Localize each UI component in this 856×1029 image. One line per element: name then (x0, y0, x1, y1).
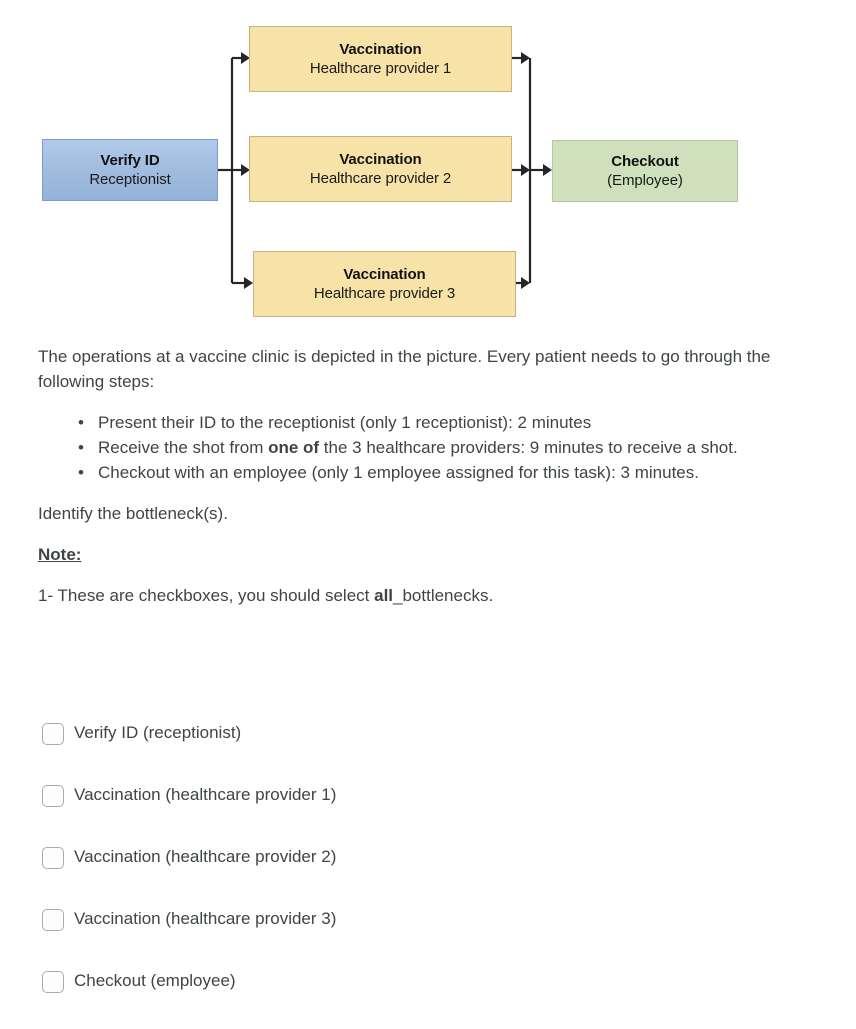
node-vaccination-2-subtitle: Healthcare provider 2 (309, 170, 452, 187)
checkbox-vaccination-1[interactable] (42, 784, 64, 807)
node-vaccination-3-subtitle: Healthcare provider 3 (313, 285, 456, 302)
option-label-vaccination-1[interactable]: Vaccination (healthcare provider 1) (74, 785, 337, 805)
option-row-verify-id[interactable]: Verify ID (receptionist) (42, 719, 742, 748)
option-row-vaccination-2[interactable]: Vaccination (healthcare provider 2) (42, 843, 742, 872)
node-checkout-subtitle: (Employee) (607, 172, 683, 189)
list-item: Checkout with an employee (only 1 employ… (78, 461, 828, 486)
step-1-text: Present their ID to the receptionist (on… (98, 412, 592, 432)
intro-paragraph: The operations at a vaccine clinic is de… (38, 347, 771, 391)
node-vaccination-1-title: Vaccination (339, 40, 422, 58)
node-vaccination-3: Vaccination Healthcare provider 3 (253, 251, 516, 317)
node-vaccination-3-title: Vaccination (343, 265, 426, 283)
step-3-text: Checkout with an employee (only 1 employ… (98, 462, 699, 482)
process-flow-diagram: Verify ID Receptionist Vaccination Healt… (0, 0, 856, 330)
steps-list: Present their ID to the receptionist (on… (38, 411, 828, 486)
option-label-checkout[interactable]: Checkout (employee) (74, 971, 236, 991)
note-text: 1- These are checkboxes, you should sele… (38, 584, 828, 609)
node-vaccination-2: Vaccination Healthcare provider 2 (249, 136, 512, 202)
node-checkout: Checkout (Employee) (552, 140, 738, 202)
option-label-verify-id[interactable]: Verify ID (receptionist) (74, 723, 242, 743)
question-body: The operations at a vaccine clinic is de… (38, 345, 828, 625)
note-post: _bottlenecks. (393, 585, 494, 605)
node-vaccination-2-title: Vaccination (339, 150, 422, 168)
checkbox-vaccination-2[interactable] (42, 846, 64, 869)
connector-right-arrowheads (521, 52, 552, 289)
node-vaccination-1: Vaccination Healthcare provider 1 (249, 26, 512, 92)
step-2-post: the 3 healthcare providers: 9 minutes to… (319, 437, 738, 457)
note-heading: Note: (38, 544, 82, 564)
diagram-connectors (218, 52, 552, 289)
note-pre: 1- These are checkboxes, you should sele… (38, 585, 375, 605)
option-label-vaccination-2[interactable]: Vaccination (healthcare provider 2) (74, 847, 337, 867)
node-verify-id-title: Verify ID (100, 151, 160, 169)
answer-options: Verify ID (receptionist) Vaccination (he… (42, 719, 742, 1029)
step-2-pre: Receive the shot from (98, 437, 269, 457)
checkbox-verify-id[interactable] (42, 722, 64, 745)
question-prompt: Identify the bottleneck(s). (38, 503, 228, 523)
option-row-vaccination-3[interactable]: Vaccination (healthcare provider 3) (42, 905, 742, 934)
node-verify-id-subtitle: Receptionist (89, 171, 171, 188)
step-2-emphasis: one of (268, 437, 320, 457)
node-checkout-title: Checkout (611, 152, 679, 170)
connector-left-arrowheads (241, 52, 253, 289)
node-verify-id: Verify ID Receptionist (42, 139, 218, 201)
option-row-checkout[interactable]: Checkout (employee) (42, 967, 742, 996)
checkbox-vaccination-3[interactable] (42, 908, 64, 931)
note-emphasis: all (374, 585, 394, 605)
option-row-vaccination-1[interactable]: Vaccination (healthcare provider 1) (42, 781, 742, 810)
list-item: Present their ID to the receptionist (on… (78, 411, 828, 436)
checkbox-checkout[interactable] (42, 970, 64, 993)
node-vaccination-1-subtitle: Healthcare provider 1 (309, 60, 452, 77)
list-item: Receive the shot from one of the 3 healt… (78, 436, 828, 461)
option-label-vaccination-3[interactable]: Vaccination (healthcare provider 3) (74, 909, 337, 929)
